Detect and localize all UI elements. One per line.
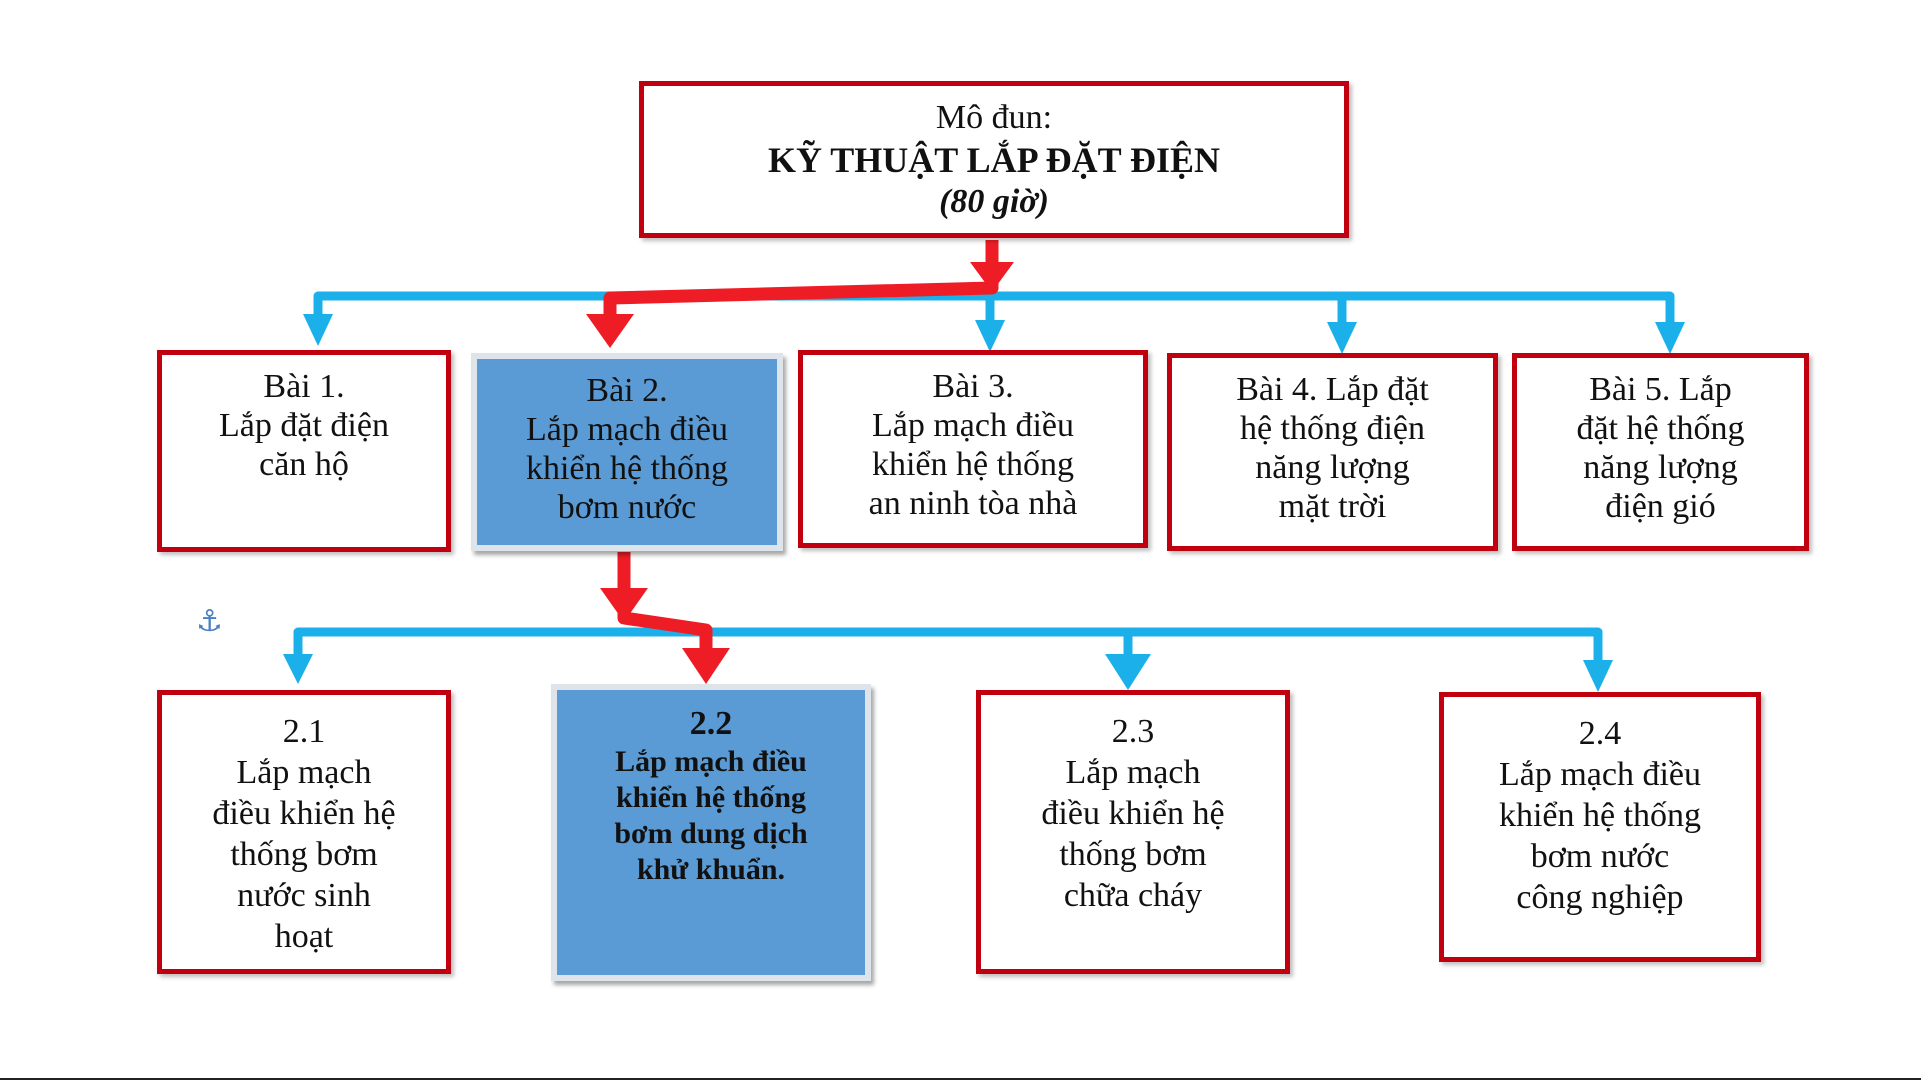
lesson-2-line-1: Bài 2. — [586, 372, 668, 409]
lesson-3-line-3: khiển hệ thống — [871, 446, 1075, 483]
subtopic-2-2-line-4: khử khuẩn. — [636, 853, 786, 886]
lesson-3-line-4: an ninh tòa nhà — [868, 485, 1078, 522]
arrowhead-lesson-2 — [586, 314, 634, 348]
lesson-5-line-3: năng lượng — [1583, 449, 1738, 486]
lesson-4-line-1: Bài 4. Lắp đặt — [1236, 371, 1429, 408]
subtopic-2-4-line-2: khiển hệ thống — [1498, 797, 1702, 834]
path-root-to-lesson-2 — [603, 240, 999, 318]
subtopic-2-3-code: 2.3 — [1111, 713, 1155, 750]
lesson-2-line-4: bơm nước — [557, 489, 697, 526]
lesson-5-line-2: đặt hệ thống — [1576, 410, 1745, 447]
lesson-4-line-3: năng lượng — [1255, 449, 1410, 486]
branch-arrowheads-level-2 — [283, 654, 1613, 692]
arrowhead-sub-3 — [1105, 654, 1151, 690]
bottom-divider — [0, 1078, 1921, 1080]
subtopic-2-1-line-4: nước sinh — [237, 877, 371, 914]
arrowhead-lesson-3 — [975, 320, 1005, 352]
subtopic-2-4-line-3: bơm nước — [1530, 838, 1670, 875]
arrowhead-root-down — [970, 262, 1014, 292]
arrowhead-sub-4 — [1583, 660, 1613, 692]
subtopic-2-1-box: 2.1 Lắp mạch điều khiển hệ thống bơm nướ… — [157, 690, 451, 974]
subtopic-2-3-line-4: chữa cháy — [1063, 877, 1203, 914]
branch-arrowheads-level-1 — [303, 314, 1685, 354]
lesson-4-line-4: mặt trời — [1278, 488, 1387, 525]
subtopic-2-2-box: 2.2 Lắp mạch điều khiển hệ thống bơm dun… — [551, 684, 871, 981]
arrowhead-sub-2-stem — [600, 588, 648, 622]
lesson-1-line-2: Lắp đặt điện — [219, 407, 389, 444]
arrowhead-sub-1 — [283, 654, 313, 684]
subtopic-2-3-line-3: thống bơm — [1059, 836, 1207, 873]
path-lesson-2-to-sub-2 — [617, 552, 713, 650]
lesson-1-line-3: căn hộ — [259, 446, 349, 483]
lesson-5-line-4: điện gió — [1605, 488, 1716, 525]
subtopic-2-2-line-3: bơm dung dịch — [614, 817, 808, 850]
lesson-3-line-2: Lắp mạch điều — [871, 407, 1075, 444]
module-box: Mô đun: KỸ THUẬT LẮP ĐẶT ĐIỆN (80 giờ) — [639, 81, 1349, 238]
arrowhead-sub-2 — [682, 648, 730, 684]
subtopic-2-1-line-5: hoạt — [274, 918, 334, 955]
subtopic-2-4-line-4: công nghiệp — [1516, 879, 1684, 916]
arrowhead-lesson-1 — [303, 314, 333, 346]
arrowhead-lesson-5 — [1655, 322, 1685, 354]
subtopic-2-1-code: 2.1 — [282, 713, 326, 750]
subtopic-2-2-line-2: khiển hệ thống — [615, 781, 807, 814]
subtopic-2-4-box: 2.4 Lắp mạch điều khiển hệ thống bơm nướ… — [1439, 692, 1761, 962]
lesson-5-line-1: Bài 5. Lắp — [1589, 371, 1732, 408]
module-title: KỸ THUẬT LẮP ĐẶT ĐIỆN — [767, 139, 1221, 180]
highlight-arrowheads — [586, 262, 1014, 684]
branch-connectors-level-2 — [293, 627, 1603, 660]
lesson-4-line-2: hệ thống điện — [1239, 410, 1426, 447]
subtopic-2-3-box: 2.3 Lắp mạch điều khiển hệ thống bơm chữ… — [976, 690, 1290, 974]
subtopic-2-1-line-3: thống bơm — [230, 836, 378, 873]
subtopic-2-2-line-1: Lắp mạch điều — [615, 745, 807, 778]
lesson-2-line-2: Lắp mạch điều — [525, 411, 729, 448]
lesson-2-line-3: khiển hệ thống — [525, 450, 729, 487]
branch-line-level-2 — [293, 627, 1603, 660]
lesson-3-line-1: Bài 3. — [932, 368, 1014, 405]
lesson-1-line-1: Bài 1. — [263, 368, 345, 405]
subtopic-2-4-code: 2.4 — [1578, 715, 1622, 752]
lesson-4-box: Bài 4. Lắp đặt hệ thống điện năng lượng … — [1167, 353, 1498, 551]
subtopic-2-1-line-1: Lắp mạch — [236, 754, 372, 791]
subtopic-2-4-line-1: Lắp mạch điều — [1498, 756, 1702, 793]
arrowhead-lesson-4 — [1327, 322, 1357, 354]
module-hours: (80 giờ) — [939, 182, 1049, 220]
anchor-icon: ⚓ — [196, 604, 223, 639]
lesson-5-box: Bài 5. Lắp đặt hệ thống năng lượng điện … — [1512, 353, 1809, 551]
lesson-1-box: Bài 1. Lắp đặt điện căn hộ — [157, 350, 451, 552]
subtopic-2-1-line-2: điều khiển hệ — [212, 795, 396, 832]
lesson-3-box: Bài 3. Lắp mạch điều khiển hệ thống an n… — [798, 350, 1148, 548]
subtopic-2-3-line-2: điều khiển hệ — [1041, 795, 1225, 832]
module-prefix: Mô đun: — [935, 98, 1053, 136]
lesson-2-box: Bài 2. Lắp mạch điều khiển hệ thống bơm … — [471, 353, 783, 551]
subtopic-2-2-code: 2.2 — [689, 705, 733, 742]
subtopic-2-3-line-1: Lắp mạch — [1065, 754, 1201, 791]
